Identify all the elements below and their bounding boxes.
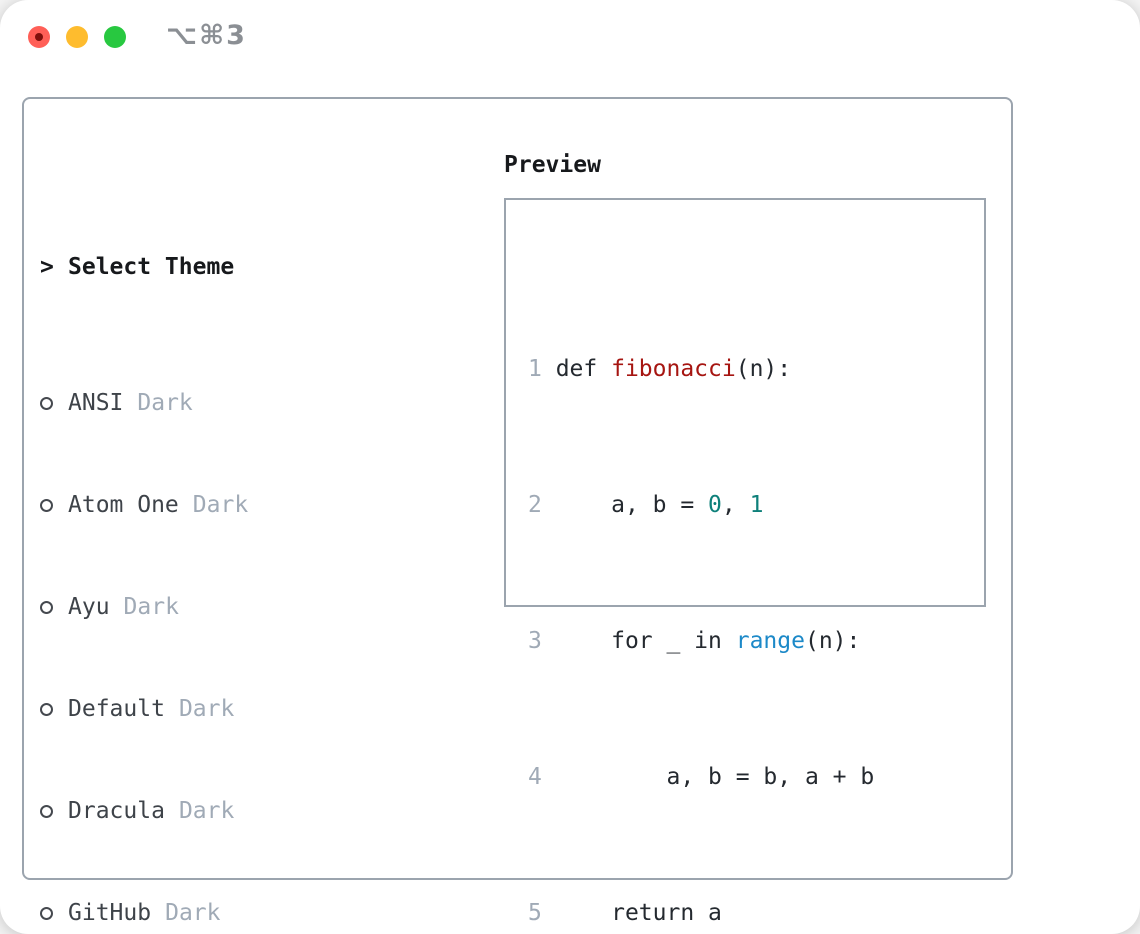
prompt-caret-icon: >: [40, 254, 54, 280]
code-line: 4 a, b = b, a + b: [528, 760, 976, 794]
theme-picker-panel: > Select Theme ANSI Dark Atom One Dark A…: [22, 97, 1013, 926]
theme-option-ansi-dark[interactable]: ANSI Dark: [40, 386, 428, 420]
radio-unselected-icon: [40, 498, 53, 512]
close-dot-icon: [35, 33, 43, 41]
title-bar: ⌥⌘3: [0, 0, 1140, 75]
line-number: 4: [528, 764, 542, 790]
close-button[interactable]: [28, 26, 50, 48]
radio-unselected-icon: [40, 804, 53, 818]
theme-list-column: > Select Theme ANSI Dark Atom One Dark A…: [40, 148, 428, 934]
select-theme-header: > Select Theme: [40, 250, 428, 284]
select-theme-title: Select Theme: [68, 254, 235, 280]
theme-option-default-dark[interactable]: Default Dark: [40, 692, 428, 726]
theme-option-atom-one-dark[interactable]: Atom One Dark: [40, 488, 428, 522]
zoom-button[interactable]: [104, 26, 126, 48]
line-number: 2: [528, 492, 542, 518]
theme-option-ayu-dark[interactable]: Ayu Dark: [40, 590, 428, 624]
theme-option-github-dark[interactable]: GitHub Dark: [40, 896, 428, 930]
code-line: 5 return a: [528, 896, 976, 930]
preview-title: Preview: [504, 152, 601, 178]
code-line: 2 a, b = 0, 1: [528, 488, 976, 522]
theme-option-dracula-dark[interactable]: Dracula Dark: [40, 794, 428, 828]
radio-unselected-icon: [40, 906, 53, 920]
line-number: 1: [528, 356, 542, 382]
radio-unselected-icon: [40, 600, 53, 614]
window-title: ⌥⌘3: [166, 20, 247, 51]
radio-unselected-icon: [40, 702, 53, 716]
line-number: 5: [528, 900, 542, 926]
traffic-lights: [28, 26, 126, 48]
minimize-button[interactable]: [66, 26, 88, 48]
line-number: 3: [528, 628, 542, 654]
code-line: 3 for _ in range(n):: [528, 624, 976, 658]
radio-unselected-icon: [40, 396, 53, 410]
